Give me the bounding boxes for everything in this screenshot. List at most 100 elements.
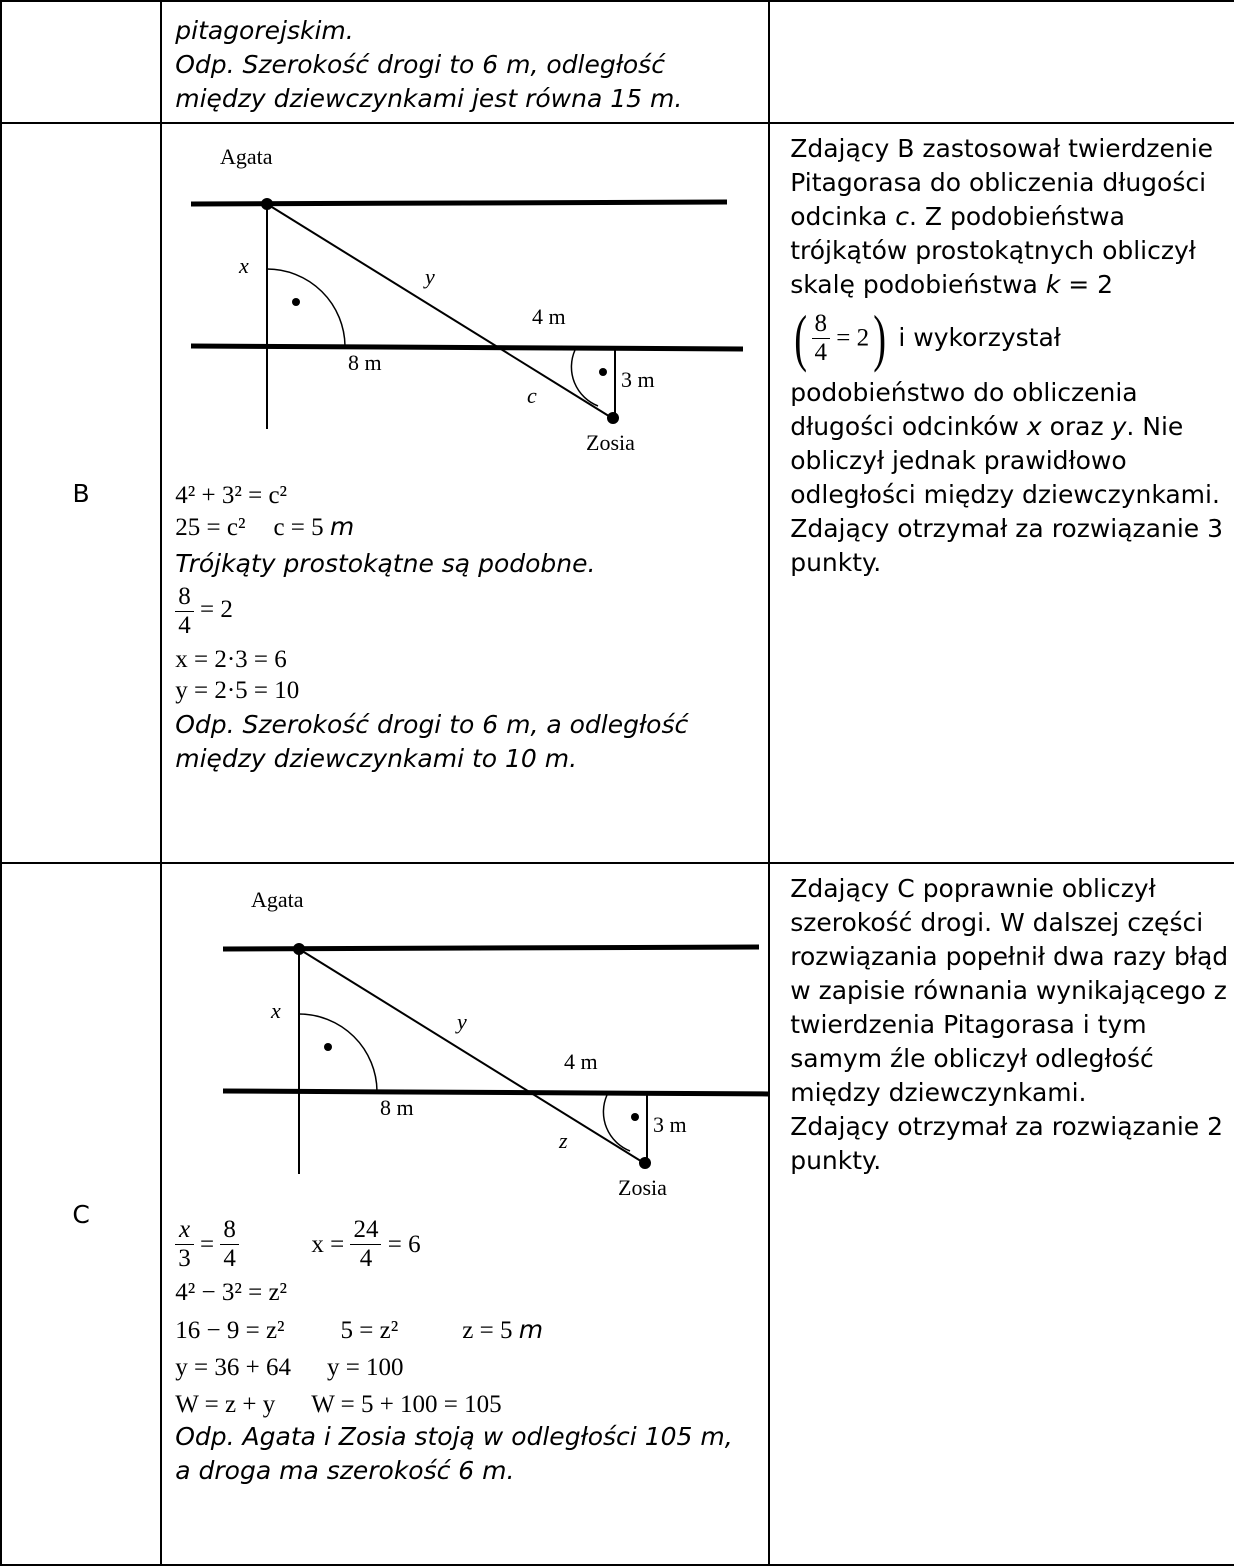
comment-cell-c: Zdający C poprawnie obliczył szerokość d… [768, 862, 1234, 1566]
answer-line: a droga ma szerokość 6 m. [175, 1456, 515, 1485]
equation-line: x = 2·3 = 6 [175, 646, 287, 673]
equation-part: W = 5 + 100 = 105 [311, 1391, 502, 1418]
equation-line: W = z + y W = 5 + 100 = 105 [175, 1389, 767, 1420]
equation-part: c = 5 [273, 514, 324, 541]
equation-part: 5 = z² [340, 1317, 399, 1344]
answer-line: między dziewczynkami to 10 m. [175, 744, 578, 773]
right-angle-dot-left [324, 1043, 333, 1051]
label-segment: z [558, 1128, 568, 1153]
solution-cell-top: pitagorejskim. Odp. Szerokość drogi to 6… [160, 0, 771, 124]
point-zosia [607, 412, 620, 424]
fraction: 8 4 [175, 583, 194, 640]
right-angle-dot-right [631, 1113, 640, 1121]
label-cell-top [0, 0, 163, 124]
comment-text: Zdający B zastosował twierdzenie Pitagor… [790, 134, 1214, 231]
comment-cell-top [768, 0, 1234, 124]
similarity-statement: Trójkąty prostokątne są podobne. [175, 549, 596, 578]
comment-text: oraz [1041, 412, 1112, 441]
equation-part: y = 36 + 64 [175, 1354, 291, 1381]
comment-text: = 2 [1060, 270, 1114, 299]
label-3m: 3 m [621, 367, 655, 392]
equation-part: = 2 [193, 596, 233, 624]
fraction-denominator: 4 [814, 338, 828, 366]
equation-part: = 2 [830, 324, 870, 352]
equation-line: y = 2·5 = 10 [175, 677, 300, 704]
comment-text: Zdający C poprawnie obliczył szerokość d… [790, 874, 1229, 1107]
comment-var: y [1111, 412, 1127, 441]
table-row-top: pitagorejskim. Odp. Szerokość drogi to 6… [0, 0, 1234, 124]
label-4m: 4 m [532, 304, 566, 329]
equation-line: 8 4 = 2 [175, 583, 767, 640]
fraction-numerator: 8 [175, 583, 194, 612]
row-label-b: B [0, 122, 163, 864]
equation-part: z = 5 [462, 1317, 513, 1344]
equation-line: 25 = c² c = 5 m [175, 511, 767, 543]
comment-text: i wykorzystał [890, 323, 1061, 352]
label-4m: 4 m [564, 1049, 598, 1074]
point-zosia [639, 1157, 652, 1169]
right-angle-arc-left [267, 268, 346, 347]
segment-agata-zosia [266, 203, 613, 419]
equation-line: y = 36 + 64 y = 100 [175, 1352, 767, 1383]
comment-text: . Nie obliczył jednak prawidłowo odległo… [790, 412, 1220, 509]
fraction-numerator: 8 [811, 310, 831, 339]
point-agata [261, 198, 274, 210]
solution-cell-b: Agata x y 4 m 8 m 3 m c Zosia [160, 122, 771, 864]
fraction-numerator: 24 [350, 1216, 382, 1245]
comment-score: Zdający otrzymał za rozwiązanie 2 punkty… [790, 1112, 1224, 1175]
solution-line: między dziewczynkami jest równa 15 m. [175, 84, 683, 113]
answer-line: Odp. Agata i Zosia stoją w odległości 10… [175, 1422, 733, 1451]
road-edge-bottom [223, 1088, 768, 1097]
road-edge-top [223, 944, 760, 952]
label-8m: 8 m [380, 1095, 414, 1120]
label-y: y [455, 1009, 467, 1034]
equation-part: 25 = c² [175, 514, 246, 541]
right-angle-dot-left [292, 298, 301, 306]
equation-part: 16 − 9 = z² [175, 1317, 285, 1344]
label-y: y [423, 264, 435, 289]
label-8m: 8 m [348, 350, 382, 375]
comment-var: x [1026, 412, 1042, 441]
road-edge-top [191, 199, 728, 207]
label-zosia: Zosia [586, 430, 635, 455]
equation-line: 16 − 9 = z² 5 = z² z = 5 m [175, 1314, 767, 1346]
label-agata: Agata [220, 144, 273, 169]
table-row-b: B Agata x y 4 m 8 m 3 m c [0, 122, 1234, 864]
comment-var: k [1045, 270, 1061, 299]
row-label-c: C [0, 862, 163, 1566]
comment-var: c [895, 202, 909, 231]
label-agata: Agata [251, 887, 304, 912]
solution-line: Odp. Szerokość drogi to 6 m, odległość [175, 50, 665, 79]
comment-text: podobieństwo do obliczenia długości odci… [790, 378, 1138, 441]
solution-line: pitagorejskim. [175, 16, 354, 45]
diagram-b: Agata x y 4 m 8 m 3 m c Zosia [191, 144, 744, 455]
equation-part: W = z + y [175, 1391, 276, 1418]
solution-cell-c: Agata x y 4 m 8 m 3 m z Zosia [160, 862, 771, 1566]
label-x: x [238, 253, 249, 278]
right-angle-dot-right [599, 368, 608, 376]
fraction-denominator: 3 [178, 1245, 191, 1272]
label-zosia: Zosia [618, 1175, 667, 1200]
label-x: x [270, 998, 281, 1023]
comment-score: Zdający otrzymał za rozwiązanie 3 punkty… [790, 514, 1224, 577]
comment-text: . Z podobieństwa trójkątów prostokątnych… [790, 202, 1196, 299]
right-angle-arc-left [299, 1013, 378, 1092]
equation-part: x = [311, 1231, 345, 1258]
unit: m [518, 1315, 544, 1344]
equation-part: = 6 [387, 1231, 421, 1258]
table-row-c: C Agata x y 4 m 8 m 3 m z [0, 862, 1234, 1566]
equation-part: y = 100 [326, 1354, 404, 1381]
answer-line: Odp. Szerokość drogi to 6 m, a odległość [175, 710, 689, 739]
fraction-numerator: 8 [220, 1216, 239, 1245]
comment-cell-b: Zdający B zastosował twierdzenie Pitagor… [768, 122, 1234, 864]
unit: m [329, 512, 355, 541]
label-segment: c [527, 383, 537, 408]
fraction-denominator: 4 [178, 612, 191, 639]
